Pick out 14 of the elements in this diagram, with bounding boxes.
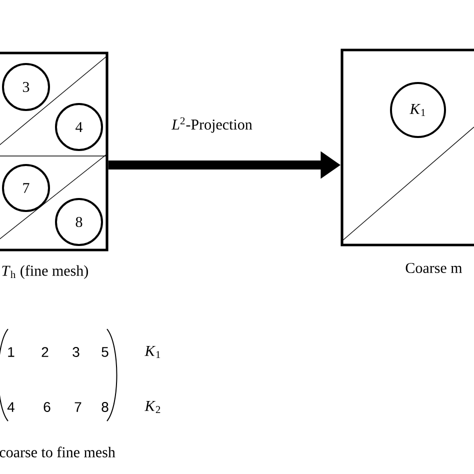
mesh-caption: Coarse m (406, 262, 462, 274)
edge-label: L$^{2}$-Projection (170, 116, 254, 134)
matrix-entry: 5 (102, 347, 108, 357)
matrix-entry: 3 (72, 347, 80, 357)
matrix-entry: 4 (7, 402, 14, 412)
matrix-entry: 6 (44, 402, 50, 412)
row-label: K$_{2}$ (144, 401, 160, 413)
matrix-entry: 1 (8, 347, 14, 357)
matrix-entry: 2 (42, 347, 48, 357)
caption: coarse to fine mesh (0, 446, 116, 458)
mesh-caption: T$_{h}$ (fine mesh) (2, 265, 88, 279)
matrix-entry: 8 (102, 402, 108, 412)
row-label: K$_{1}$ (144, 346, 160, 358)
matrix-entry: 7 (74, 402, 82, 412)
